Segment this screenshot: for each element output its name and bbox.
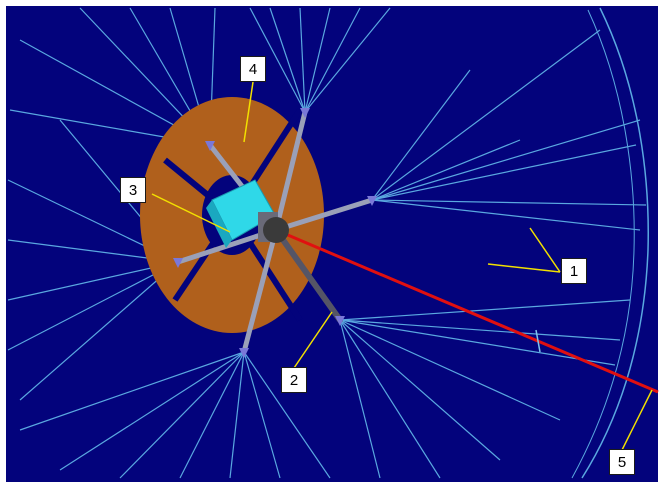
marker [535, 329, 541, 353]
label-3: 3 [120, 177, 146, 203]
beam-line [275, 228, 659, 394]
hub [206, 179, 289, 248]
label-1: 1 [561, 258, 587, 284]
label-2: 2 [281, 367, 307, 393]
boom-dark [273, 227, 343, 323]
leader-lines [151, 81, 653, 451]
outer-rim [571, 7, 649, 479]
cable-nodes [173, 108, 377, 358]
label-5: 5 [609, 449, 635, 475]
background [6, 6, 658, 482]
label-4: 4 [240, 56, 266, 82]
